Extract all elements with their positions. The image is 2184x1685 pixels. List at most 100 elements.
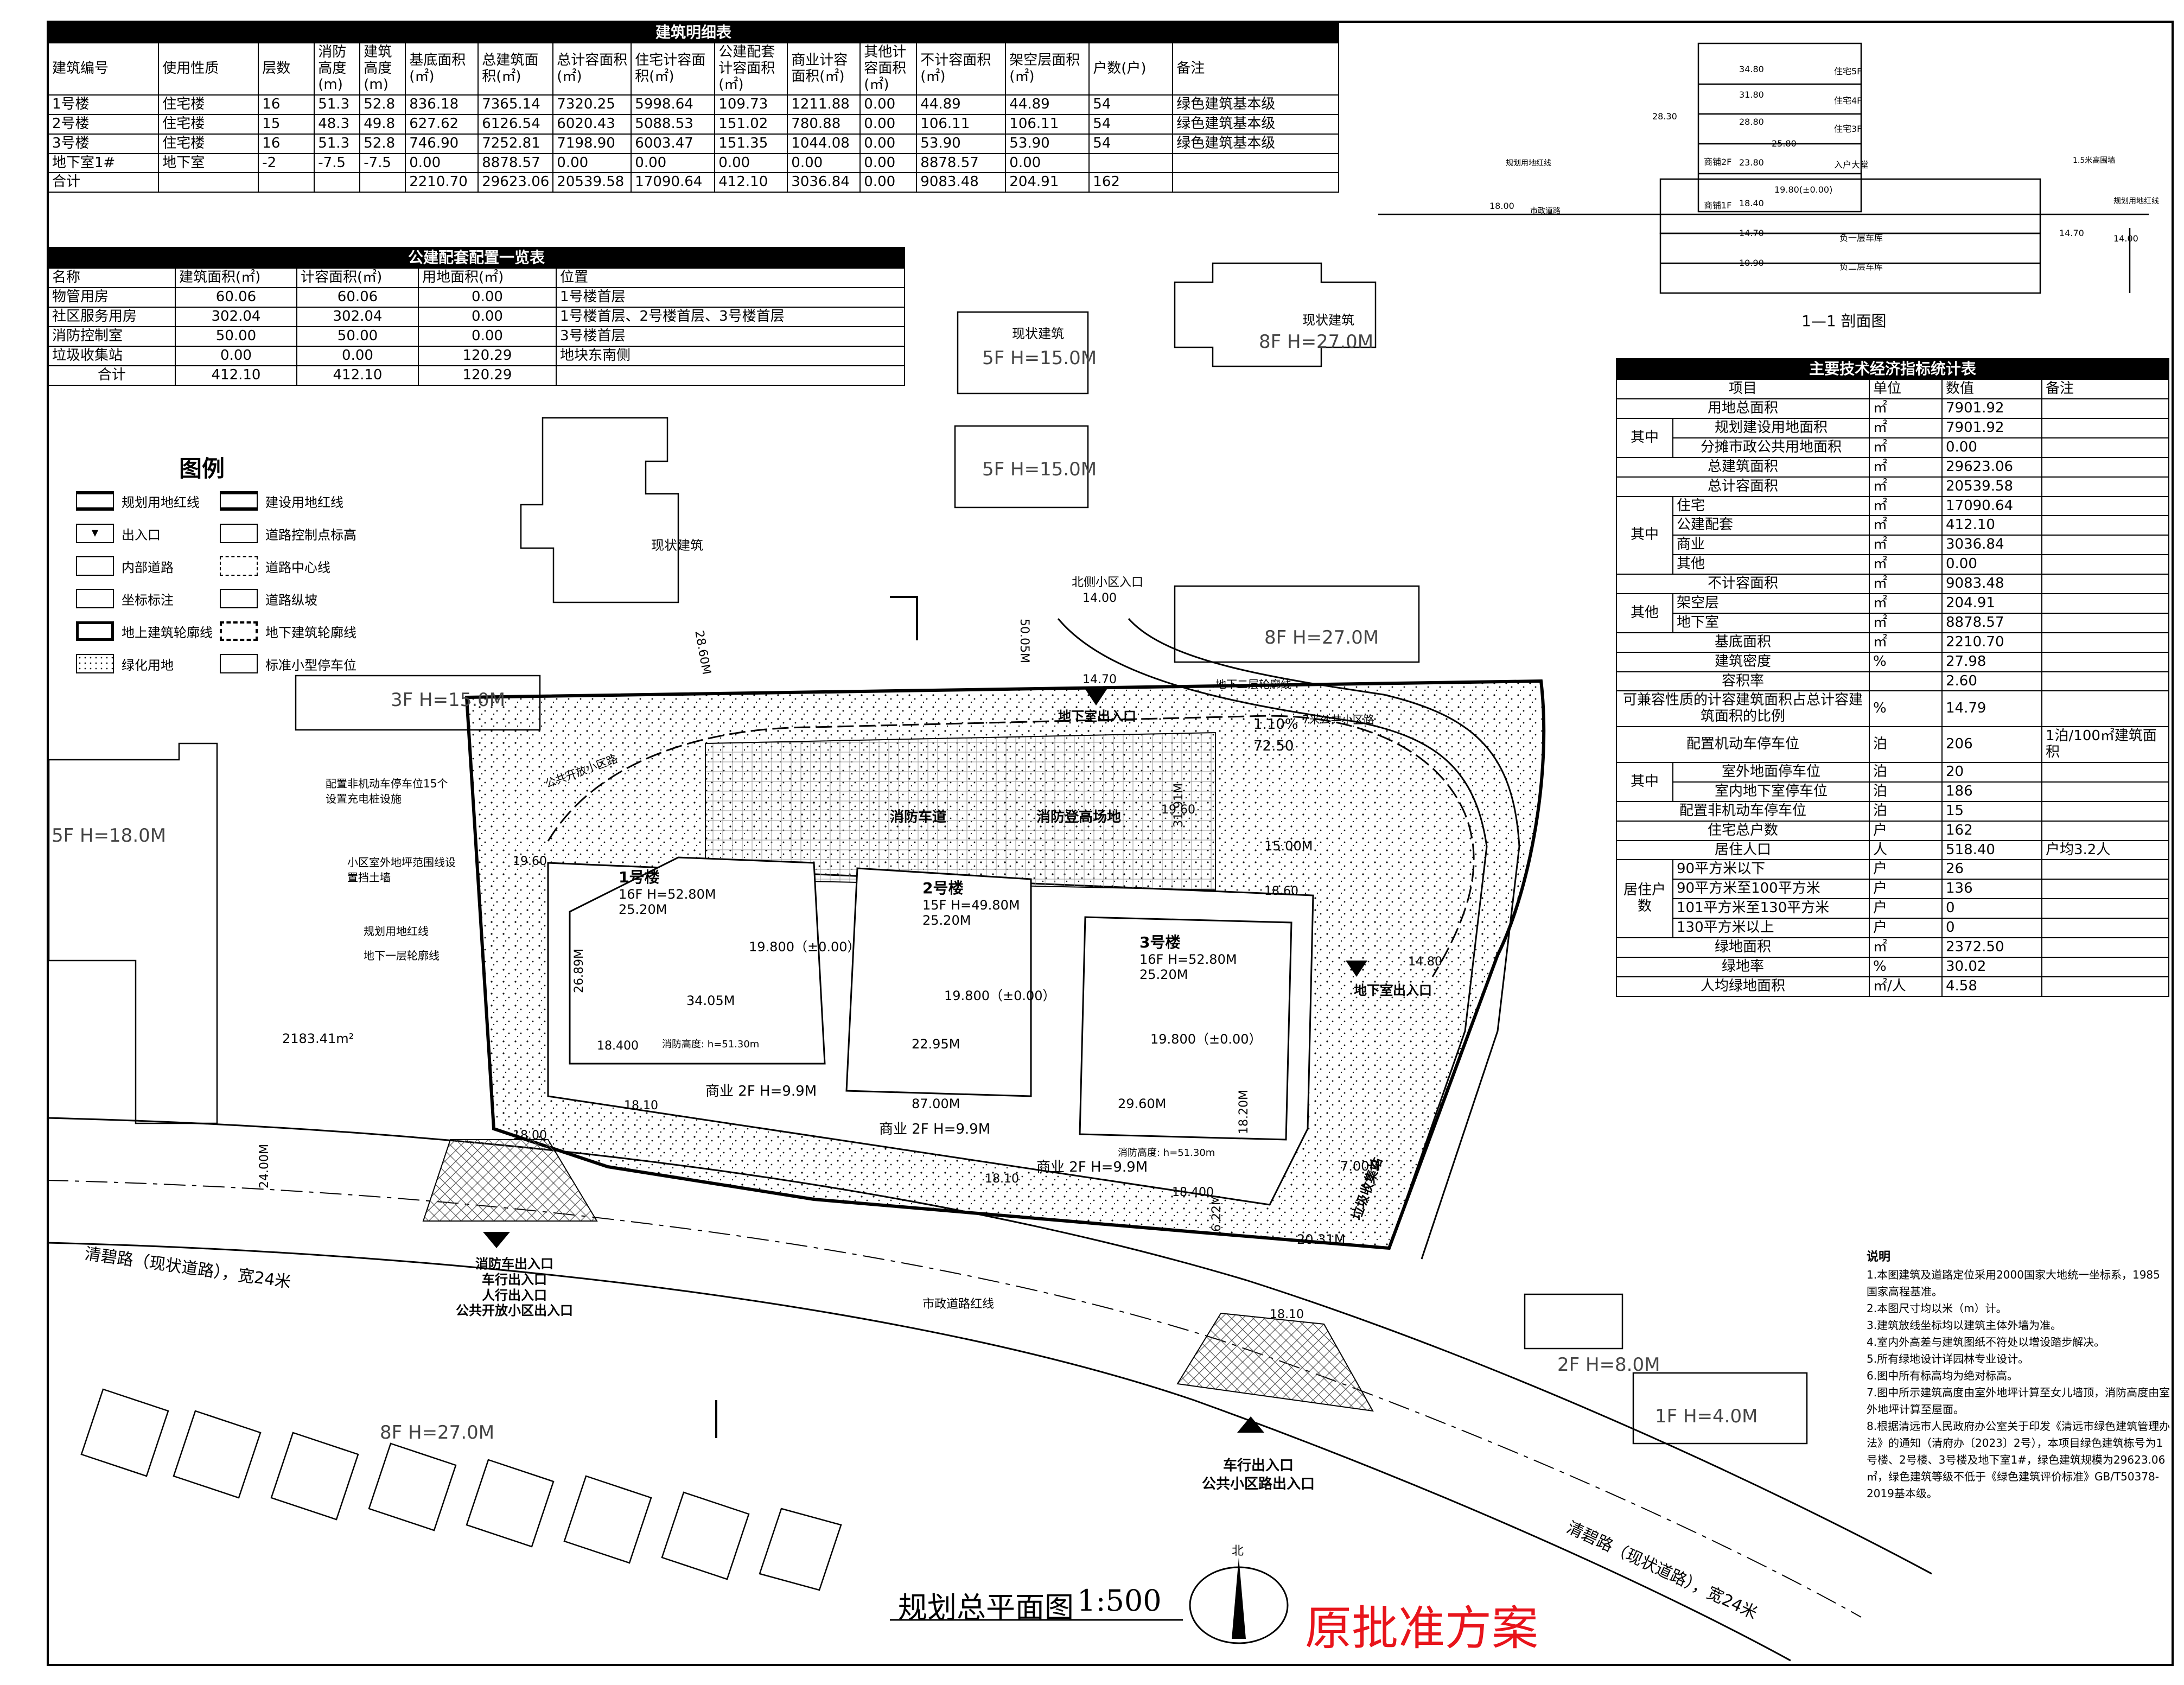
existing-height-6: 3F H=15.0M [391, 689, 506, 711]
pt-cell: 120.29 [418, 345, 557, 366]
bt-cell: -7.5 [359, 152, 406, 174]
ind-item: 用地总面积 [1616, 398, 1870, 419]
se-entry-labels: 车行出入口 公共小区路出入口 [1202, 1457, 1315, 1494]
existing-height-5: 8F H=27.0M [1264, 627, 1379, 648]
ind-unit [1869, 671, 1943, 692]
building-table: 建筑明细表 建筑编号 使用性质 层数 消防高度(m) 建筑高度(m) 基底面积(… [47, 21, 1339, 193]
bt-cell: -2 [258, 152, 315, 174]
ind-item: 商业 [1672, 535, 1870, 556]
legend-label: 规划用地红线 [122, 494, 200, 510]
ind-item: 室内地下室停车位 [1672, 781, 1870, 802]
ind-note [2041, 593, 2169, 614]
ind-value: 0 [1941, 898, 2042, 919]
bt-cell: 44.89 [1005, 94, 1090, 115]
ind-value: 26 [1941, 859, 2042, 880]
legend-swatch [220, 654, 258, 673]
bt-cell: 29623.06 [477, 172, 554, 193]
bt-cell: 151.02 [714, 113, 788, 135]
existing-height-2: 8F H=27.0M [1259, 331, 1374, 353]
ind-note [2041, 515, 2169, 536]
ind-unit: ㎡ [1869, 515, 1943, 536]
bt-cell: 0.00 [787, 152, 861, 174]
bt-cell: 51.3 [314, 94, 361, 115]
pt-cell: 地块东南侧 [556, 345, 905, 366]
bt-cell: 绿色建筑基本级 [1172, 113, 1339, 135]
legend-label: 道路中心线 [265, 559, 330, 575]
section-label-3: 1.5米高围墙 [2073, 156, 2116, 165]
ind-unit: ㎡ [1869, 535, 1943, 556]
section-floor-3: 住宅3F [1834, 124, 1862, 134]
ind-value: 15 [1941, 800, 2042, 822]
south-entry-1: 消防车出入口 [475, 1256, 553, 1271]
pt-cell: 412.10 [175, 365, 297, 386]
ind-unit: 泊 [1869, 800, 1943, 822]
bt-h4: 建筑高度(m) [359, 42, 406, 96]
legend-item: 地上建筑轮廓线 [76, 621, 213, 641]
legend-swatch [220, 491, 258, 511]
bt-cell: 3036.84 [787, 172, 861, 193]
pt-cell: 1号楼首层、2号楼首层、3号楼首层 [556, 306, 905, 327]
dim-13: 18.20M [1237, 1090, 1251, 1134]
bt-cell: 20539.58 [552, 172, 632, 193]
ind-unit: ㎡ [1869, 632, 1943, 653]
slope-length-label: 72.50 [1253, 738, 1294, 754]
ind-unit: ㎡ [1869, 495, 1943, 517]
tower-1-height: 25.20M [619, 902, 667, 918]
indicators-title: 主要技术经济指标统计表 [1616, 358, 2169, 380]
bt-h8: 住宅计容面积(㎡) [631, 42, 716, 96]
elev-18400-1: 18.400 [597, 1039, 639, 1053]
tower-1-label: 1号楼 16F H=52.80M 25.20M [619, 868, 716, 918]
existing-height-10: 8F H=27.0M [380, 1422, 495, 1444]
bt-cell: 1号楼 [47, 94, 160, 115]
south-entry-2: 车行出入口 [482, 1271, 547, 1287]
ind-unit: % [1869, 956, 1943, 977]
pt-cell: 302.04 [296, 306, 419, 327]
existing-height-8: 2F H=8.0M [1557, 1354, 1660, 1376]
legend-swatch [76, 654, 114, 673]
bt-cell [314, 172, 361, 193]
section-title: 1—1 剖面图 [1801, 312, 1887, 330]
bt-cell: 44.89 [916, 94, 1007, 115]
bt-cell: 15 [258, 113, 315, 135]
bt-cell: 7252.81 [477, 133, 554, 154]
note-line: 8.根据清远市人民政府办公室关于印发《清远市绿色建筑管理办法》的通知（清府办〔2… [1867, 1420, 2170, 1500]
ind-value: 4.58 [1941, 976, 2042, 997]
legend-item: 地下建筑轮廓线 [220, 621, 356, 641]
bt-h6: 总建筑面积(㎡) [477, 42, 554, 96]
legend-label: 地下建筑轮廓线 [265, 625, 356, 640]
basement2-line-label: 地下二层轮廓线 [1215, 678, 1291, 691]
ind-unit: 户 [1869, 879, 1943, 900]
section-level-3: 28.80 [1739, 117, 1764, 127]
ind-item: 人均绿地面积 [1616, 976, 1870, 997]
ind-value: 204.91 [1941, 593, 2042, 614]
bt-cell: 绿色建筑基本级 [1172, 94, 1339, 115]
ind-value: 27.98 [1941, 651, 2042, 672]
dim-4: 34.05M [686, 993, 735, 1008]
ind-item: 架空层 [1672, 593, 1870, 614]
bt-cell: 52.8 [359, 133, 406, 154]
ind-value: 136 [1941, 879, 2042, 900]
elev-n-2: 14.70 [1083, 673, 1117, 686]
tower-2-name: 2号楼 [922, 879, 964, 897]
ind-unit: 泊 [1869, 726, 1943, 763]
bt-cell: 204.91 [1005, 172, 1090, 193]
existing-height-9: 1F H=4.0M [1655, 1406, 1758, 1427]
elev-18400-2: 18.400 [1172, 1186, 1214, 1199]
section-level-9: 10.90 [1739, 258, 1764, 268]
legend-label: 标准小型停车位 [265, 657, 356, 673]
ind-value: 2.60 [1941, 671, 2042, 692]
legend-title: 图例 [179, 455, 225, 482]
basement-entry-east-label: 地下室出入口 [1354, 983, 1432, 998]
ind-note [2041, 898, 2169, 919]
ind-item: 不计容面积 [1616, 574, 1870, 594]
legend-label: 建设用地红线 [265, 494, 343, 510]
